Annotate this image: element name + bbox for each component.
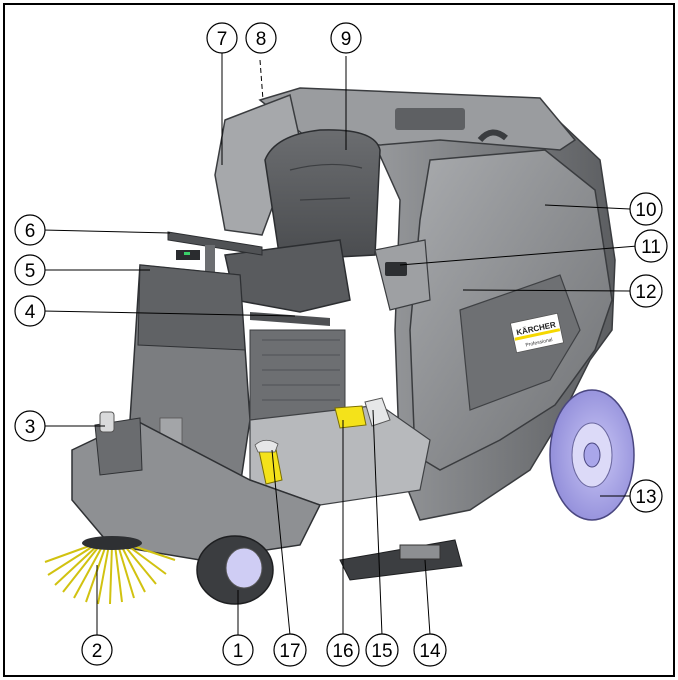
svg-text:3: 3 (25, 417, 36, 438)
svg-text:11: 11 (641, 237, 661, 258)
side-brush (44, 544, 176, 605)
rear-wheel (549, 389, 635, 521)
seat-back-seam (289, 163, 363, 201)
svg-text:4: 4 (25, 302, 36, 323)
svg-text:2: 2 (92, 641, 103, 662)
brake-pedal (334, 405, 367, 429)
callout-2: 2 (81, 634, 113, 666)
callout-8: 8 (245, 22, 277, 54)
accelerator-cap (254, 439, 279, 453)
svg-text:9: 9 (341, 29, 352, 50)
svg-text:7: 7 (217, 29, 228, 50)
brand-sublabel: Professional (525, 337, 553, 349)
brush-lever (99, 411, 115, 433)
leader-lines (42, 52, 638, 636)
callout-11: 11 (634, 229, 668, 263)
lid-hinge (477, 129, 508, 143)
front-column-upper (137, 264, 246, 351)
brand-plate: KÄRCHER Professional (509, 312, 565, 354)
callout-5: 5 (14, 254, 46, 286)
status-led (184, 252, 190, 255)
front-wheel (196, 535, 274, 605)
callout-15: 15 (365, 633, 399, 667)
lever-handle (364, 397, 391, 427)
callout-1: 1 (222, 634, 254, 666)
svg-text:1: 1 (233, 641, 244, 662)
steering-wheel (167, 231, 263, 256)
svg-text:17: 17 (279, 641, 300, 662)
squeegee-block (399, 544, 441, 560)
callout-12: 12 (629, 274, 663, 308)
callout-7: 7 (206, 22, 238, 54)
svg-text:6: 6 (25, 221, 36, 242)
svg-text:5: 5 (25, 261, 36, 282)
callout-6: 6 (14, 214, 46, 246)
callout-labels: 7 8 9 6 5 4 3 10 (14, 22, 668, 667)
floor-grid (249, 329, 346, 421)
svg-text:16: 16 (332, 641, 353, 662)
callout-17: 17 (273, 633, 307, 667)
steering-column (205, 245, 215, 275)
svg-text:14: 14 (419, 641, 441, 662)
sweeper-machine: KÄRCHER Professional (44, 87, 635, 605)
callout-3: 3 (14, 410, 46, 442)
svg-text:15: 15 (371, 641, 392, 662)
callout-14: 14 (413, 633, 447, 667)
diagram-border (3, 3, 675, 677)
key-switch (385, 262, 407, 276)
rear-column (214, 93, 301, 236)
svg-text:8: 8 (256, 29, 267, 50)
pedal-bar (250, 312, 330, 326)
callout-4: 4 (14, 295, 46, 327)
callout-16: 16 (326, 633, 360, 667)
grid-lines (262, 339, 340, 401)
side-brush-hub (82, 536, 142, 550)
svg-text:10: 10 (635, 200, 656, 221)
svg-text:12: 12 (635, 282, 656, 303)
top-recess (395, 108, 465, 130)
callout-13: 13 (629, 479, 663, 513)
callout-10: 10 (629, 192, 663, 226)
seat-back (264, 129, 381, 261)
svg-text:13: 13 (635, 487, 656, 508)
callout-9: 9 (330, 22, 362, 54)
